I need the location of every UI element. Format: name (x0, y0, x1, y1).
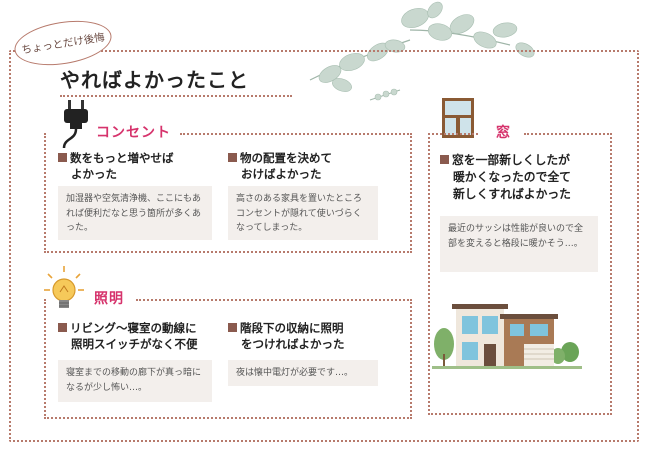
window-section-title: 窓 (492, 122, 515, 142)
square-marker-icon (58, 323, 67, 332)
outlet-item-2-note: 高さのある家具を置いたところコンセントが隠れて使いづらくなってしまった。 (228, 186, 378, 240)
window-item-1-note: 最近のサッシは性能が良いので全部を変えると格段に暖かそう…。 (440, 216, 598, 272)
page-title: やればよかったこと (60, 68, 249, 92)
lighting-item-1-note: 寝室までの移動の廊下が真っ暗になるが少し怖い…。 (58, 360, 212, 402)
lighting-section-box (44, 299, 412, 419)
outlet-section-title: コンセント (92, 122, 175, 142)
outlet-item-1-note: 加湿器や空気清浄機、ここにもあれば便利だなと思う箇所が多くあった。 (58, 186, 212, 240)
plug-icon (62, 100, 88, 149)
outlet-section-box (44, 133, 412, 253)
window-icon (442, 98, 474, 138)
window-section-line-right (524, 133, 612, 135)
square-marker-icon (58, 153, 67, 162)
square-marker-icon (228, 323, 237, 332)
lighting-item-2-heading: 階段下の収納に照明 をつければよかった (228, 320, 345, 352)
square-marker-icon (440, 155, 449, 164)
house-illustration-icon (432, 304, 582, 369)
eucalyptus-leaves-icon (309, 1, 535, 101)
outer-frame (9, 50, 639, 442)
outlet-item-2-heading: 物の配置を決めて おけばよかった (228, 150, 332, 182)
lighting-item-2-note: 夜は懐中電灯が必要です…。 (228, 360, 378, 386)
outlet-section-line (180, 133, 412, 135)
lighting-section-title: 照明 (90, 288, 128, 308)
lighting-item-1-heading: リビング～寝室の動線に 照明スイッチがなく不便 (58, 320, 198, 352)
light-bulb-icon (44, 266, 84, 308)
lighting-section-line (136, 299, 412, 301)
outlet-item-1-heading: 数をもっと増やせば よかった (58, 150, 174, 182)
window-item-1-heading: 窓を一部新しくしたが 暖かくなったので全て 新しくすればよかった (440, 152, 571, 203)
window-section-box (428, 133, 612, 415)
window-section-line-left (428, 133, 478, 135)
title-underline (60, 95, 292, 97)
square-marker-icon (228, 153, 237, 162)
